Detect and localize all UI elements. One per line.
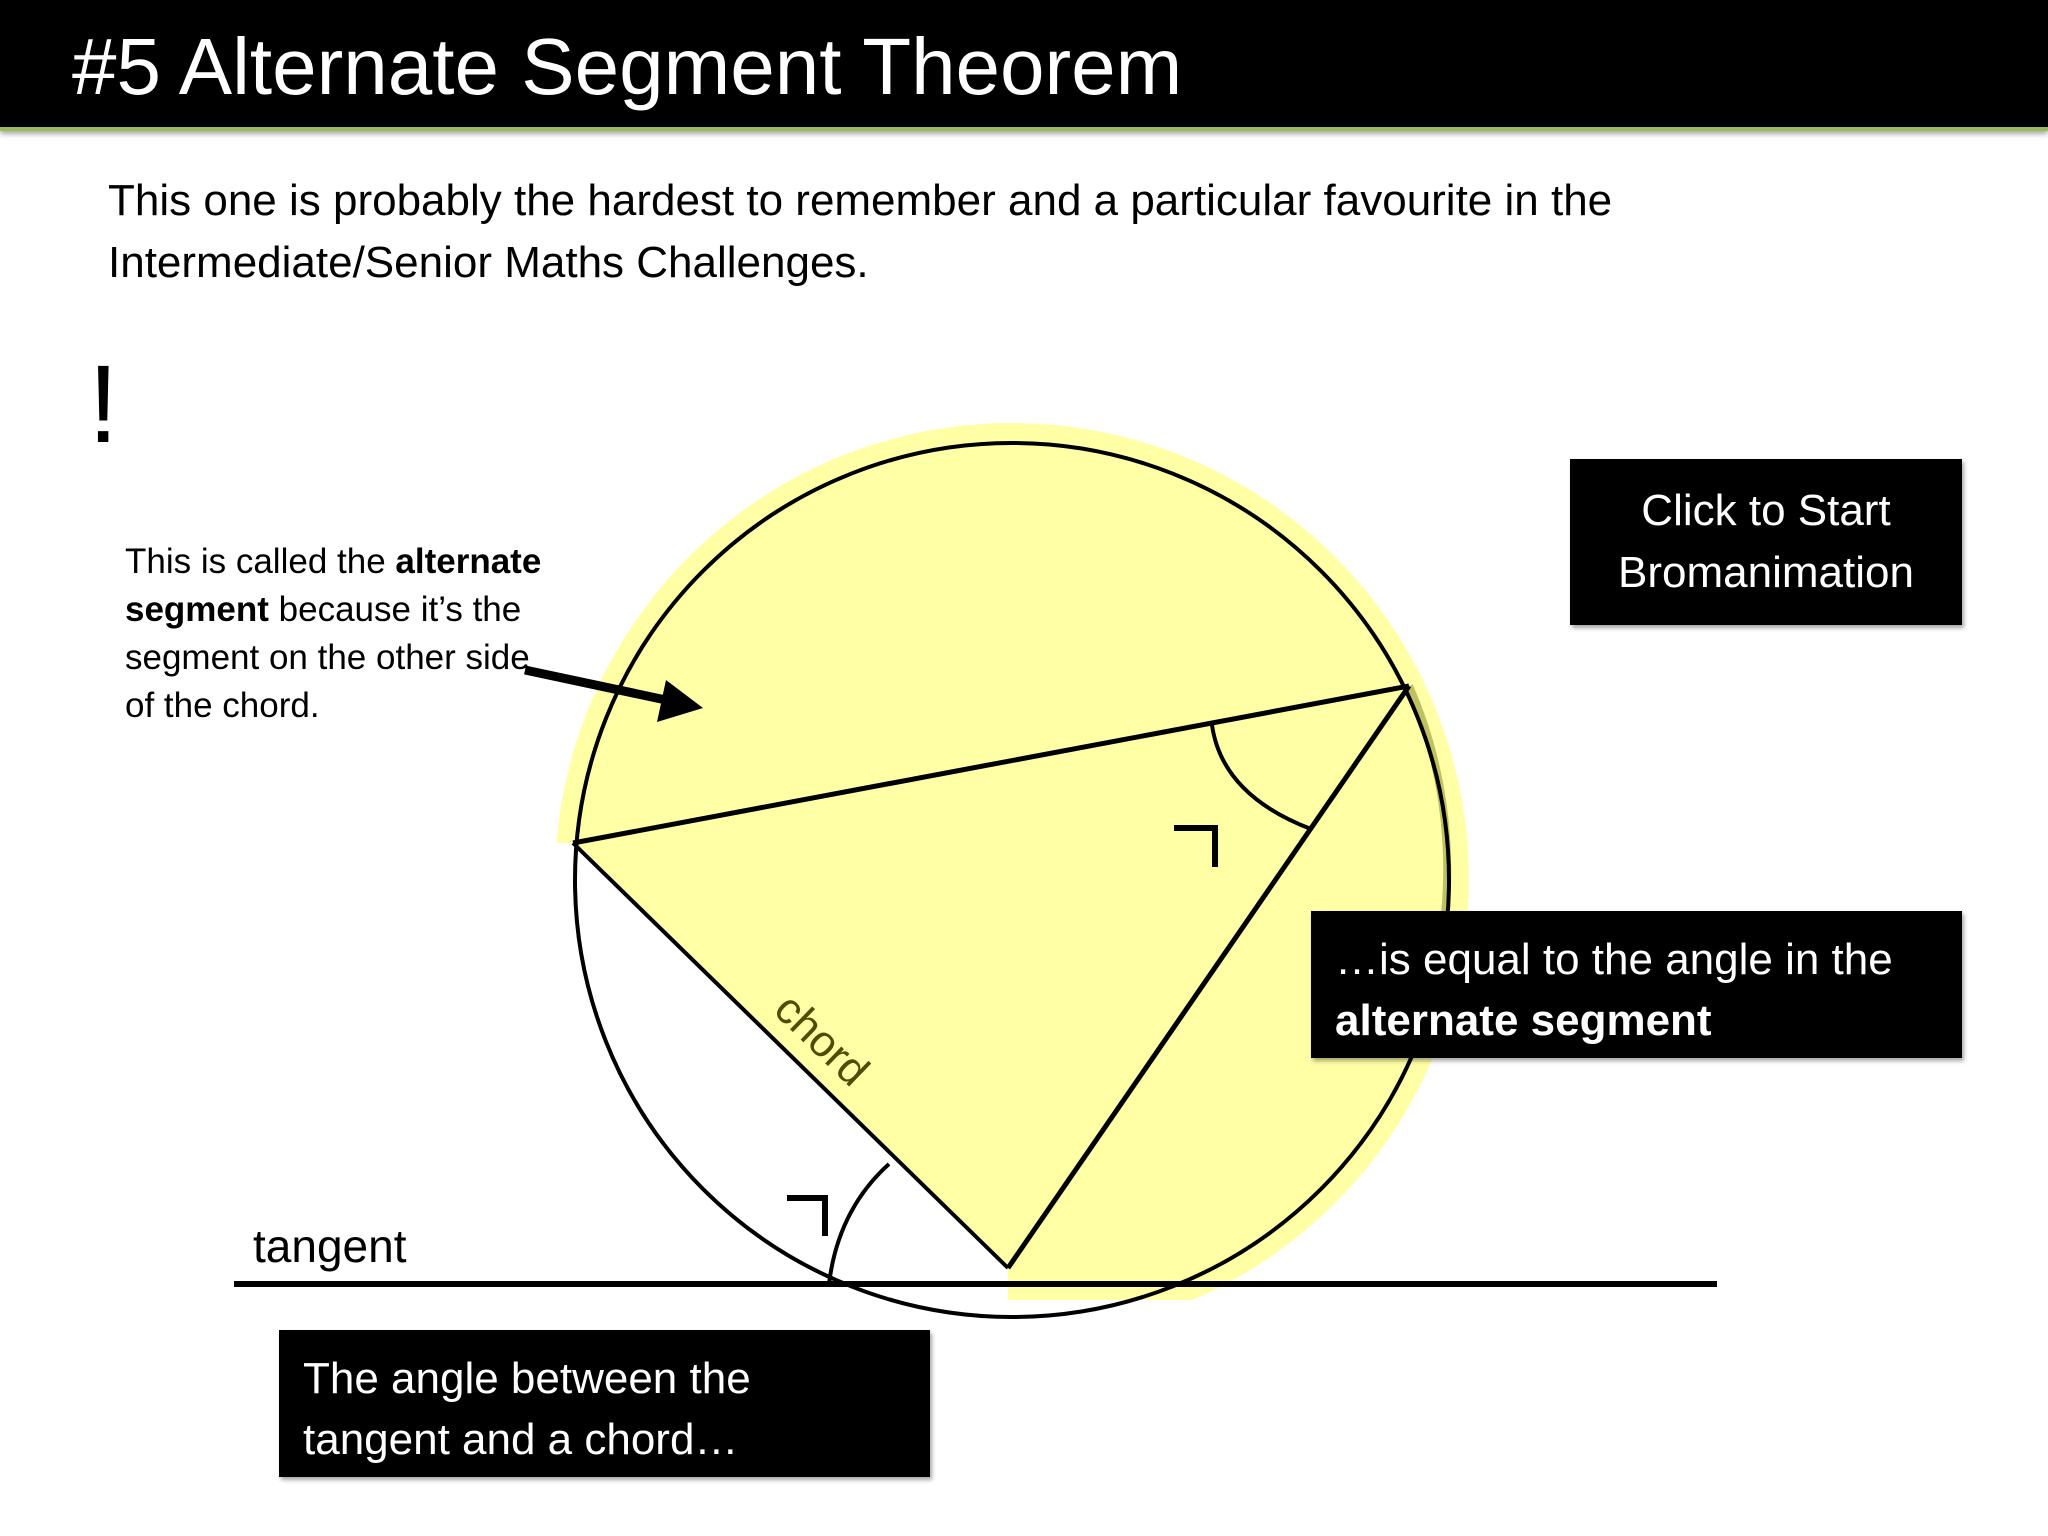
note-bold-alternate: alternate	[395, 542, 542, 581]
note-bold-segment: segment	[125, 590, 269, 629]
note-text-4: of the chord.	[125, 686, 320, 725]
triangle-right-side	[1005, 684, 1412, 1270]
note-arrow-head	[657, 680, 703, 722]
intro-line-2: Intermediate/Senior Maths Challenges.	[108, 238, 869, 287]
alternate-angle-arc	[1210, 724, 1312, 831]
equal-caption-line-1: …is equal to the angle in the	[1335, 935, 1893, 984]
start-button-line-1: Click to Start	[1641, 486, 1891, 535]
start-animation-button[interactable]: Click to Start Bromanimation	[1570, 459, 1962, 625]
tangent-label: tangent	[253, 1220, 407, 1272]
chord	[571, 841, 1010, 1270]
start-button-line-2: Bromanimation	[1618, 548, 1914, 597]
intro-line-1: This one is probably the hardest to reme…	[108, 176, 1613, 225]
note-text-3: segment on the other side	[125, 638, 530, 677]
note-text-1: This is called the	[125, 542, 396, 581]
slide-title: #5 Alternate Segment Theorem	[72, 22, 1183, 111]
angle-caption-line-2: tangent and a chord…	[303, 1415, 739, 1464]
top-chord	[572, 683, 1410, 846]
equal-angle-caption: …is equal to the angle in the alternate …	[1311, 911, 1962, 1058]
exclamation-mark: !	[88, 343, 119, 466]
angle-caption-line-1: The angle between the	[303, 1354, 751, 1403]
equal-caption-bold: alternate segment	[1335, 996, 1712, 1045]
intro-text: This one is probably the hardest to reme…	[108, 170, 1868, 294]
tangent-chord-caption: The angle between the tangent and a chor…	[279, 1330, 930, 1477]
title-bar: #5 Alternate Segment Theorem	[0, 0, 2048, 131]
tangent-angle-marker	[787, 1195, 828, 1236]
note-text-2: because it’s the	[268, 590, 522, 629]
alternate-segment-note: This is called the alternate segment bec…	[125, 538, 585, 730]
alternate-angle-marker	[1174, 825, 1218, 867]
segment-fill	[555, 423, 1469, 1300]
note-arrow-shaft	[524, 665, 681, 708]
circle	[573, 441, 1451, 1319]
tangent-angle-arc	[827, 1162, 891, 1285]
